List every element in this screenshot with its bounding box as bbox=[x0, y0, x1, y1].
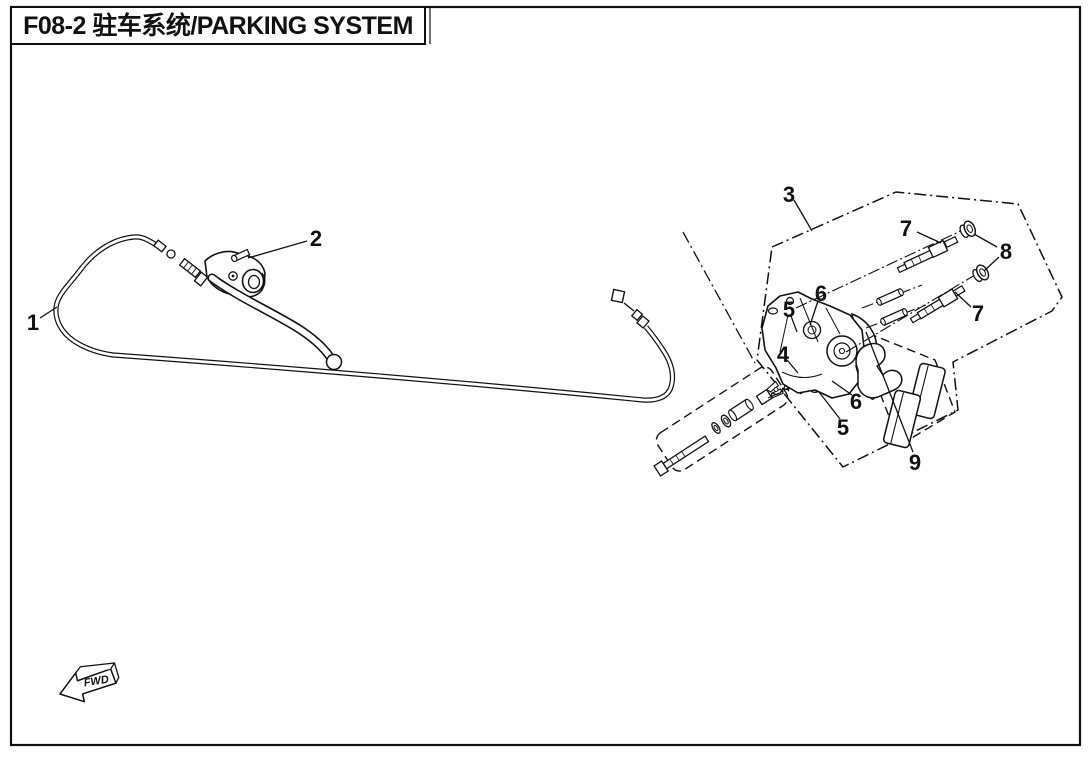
leader-lines bbox=[39, 199, 1000, 453]
callout-8: 8 bbox=[1000, 239, 1012, 264]
caliper-body bbox=[761, 291, 903, 400]
lever-end-ball bbox=[325, 353, 343, 371]
callout-5b: 5 bbox=[837, 415, 849, 440]
kit-clevis bbox=[755, 380, 785, 406]
brake-lever-assembly bbox=[178, 248, 343, 371]
leader-8b bbox=[983, 256, 1000, 272]
guide-pin-upper bbox=[795, 227, 968, 309]
leader-9 bbox=[865, 331, 914, 453]
slide-pins bbox=[861, 284, 927, 329]
pads-outline bbox=[854, 327, 956, 446]
bolt-kit-outline bbox=[655, 366, 789, 472]
cable-anchor-bolt-kit bbox=[653, 380, 793, 477]
lever-adjuster bbox=[178, 257, 209, 287]
leader-3 bbox=[793, 199, 813, 232]
anchor-bolt bbox=[653, 435, 710, 477]
page-title: F08-2 驻车系统/PARKING SYSTEM bbox=[23, 11, 413, 40]
page-border bbox=[9, 5, 1082, 747]
handlebar-clamp-ring bbox=[241, 268, 266, 294]
callout-7b: 7 bbox=[972, 301, 984, 326]
fwd-arrow: FWD bbox=[59, 662, 120, 703]
kit-washer bbox=[720, 414, 732, 428]
group-wedge-line bbox=[682, 231, 756, 364]
callout-6b: 6 bbox=[850, 389, 862, 414]
flange-nut-upper bbox=[959, 220, 977, 238]
brake-pads bbox=[882, 362, 946, 449]
callout-4: 4 bbox=[777, 342, 790, 367]
lever-pivot-dot bbox=[231, 274, 235, 278]
leader-5b bbox=[818, 391, 841, 420]
perch-top-bolt bbox=[231, 248, 251, 263]
callout-9: 9 bbox=[909, 450, 921, 475]
callout-6a: 6 bbox=[815, 281, 827, 306]
cable-end-adjuster bbox=[610, 288, 650, 329]
title-box bbox=[10, 6, 426, 45]
callout-5a: 5 bbox=[783, 297, 795, 322]
leader-4 bbox=[786, 359, 799, 374]
callout-3: 3 bbox=[783, 182, 795, 207]
brake-cable bbox=[53, 234, 676, 403]
leader-8a bbox=[973, 233, 998, 248]
leader-7a bbox=[916, 231, 942, 244]
leader-6a bbox=[809, 300, 819, 326]
leader-1 bbox=[39, 306, 58, 319]
fwd-label: FWD bbox=[83, 674, 110, 690]
kit-barrel bbox=[728, 398, 754, 422]
kit-washer bbox=[711, 422, 721, 434]
callout-7a: 7 bbox=[900, 216, 912, 241]
cable-lever-fittings bbox=[152, 239, 176, 259]
leader-5a bbox=[790, 315, 798, 333]
leader-6b bbox=[831, 380, 853, 396]
caliper-group-outline bbox=[756, 191, 1063, 468]
leader-7b bbox=[954, 291, 972, 308]
lever-blade bbox=[207, 273, 343, 371]
leader-2 bbox=[247, 240, 308, 259]
callout-1: 1 bbox=[27, 310, 39, 335]
callout-2: 2 bbox=[310, 226, 322, 251]
